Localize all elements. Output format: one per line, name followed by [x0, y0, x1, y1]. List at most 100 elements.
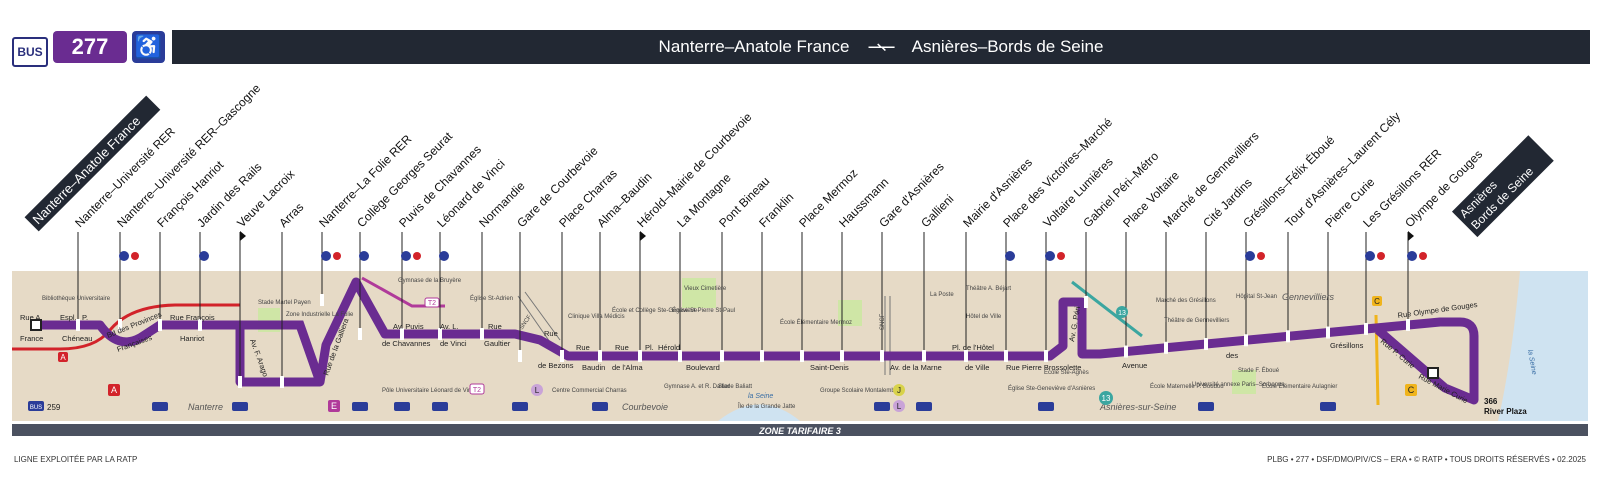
terminus-a: Nanterre–Anatole France [658, 37, 850, 56]
svg-text:T2: T2 [473, 387, 481, 394]
bus-connection-icon [232, 402, 248, 411]
stop-marker [800, 350, 804, 362]
stop-marker [638, 350, 642, 362]
stop-marker [678, 350, 682, 362]
street-france: France [20, 334, 43, 343]
poi-centre-commercial: Centre Commercial Charras [552, 388, 627, 394]
stop-marker [438, 328, 442, 340]
line-l-badge: L [531, 384, 543, 396]
bus-connection-icon [1320, 402, 1336, 411]
poi-universite-sorbonne: Université annexe Paris–Sorbonne [1192, 382, 1285, 388]
tariff-zone-bar [12, 424, 1588, 436]
wheelchair-icon [401, 251, 411, 261]
rer-a-badge-1: A [58, 352, 68, 362]
wheelchair-icon [1407, 251, 1417, 261]
svg-text:A: A [111, 385, 117, 395]
wheelchair-icon [1245, 251, 1255, 261]
street-av-puvis: Av. Puvis [393, 322, 424, 331]
wheelchair-icon: ♿ [132, 31, 165, 63]
direction-flag-icon [640, 231, 646, 241]
stop-marker [1364, 322, 1368, 335]
poi-groupe-scolaire: Groupe Scolaire Montalembert [820, 388, 902, 394]
svg-text:J: J [897, 386, 901, 395]
svg-text:C: C [1408, 385, 1415, 395]
poi-clinique: Clinique Villa Médicis [568, 314, 625, 320]
rer-a-badge-2: A [108, 384, 120, 396]
street-herold: Hérold [658, 343, 680, 352]
no-entry-icon [1419, 252, 1427, 260]
sncf-railway [517, 291, 561, 346]
poi-zone-industrielle: Zone Industrielle La Folie [286, 312, 354, 318]
street-saint-denis: Saint-Denis [810, 363, 849, 372]
stop-marker [840, 350, 844, 362]
stop-marker [922, 350, 926, 362]
stop-marker [1286, 330, 1290, 343]
area-asnieres: Asnières-sur-Seine [1099, 402, 1176, 412]
rer-c-badge: C [1405, 384, 1417, 396]
stop-name: Voltaire Lumières [1040, 155, 1115, 230]
street-gresillons: Grésillons [1330, 341, 1364, 350]
poi-pole-universitaire: Pôle Universitaire Léonard de Vinci [382, 388, 476, 394]
no-entry-icon [333, 252, 341, 260]
poi-eglise-st-pierre: Église St-Pierre St-Paul [672, 307, 735, 314]
stop-marker [560, 350, 564, 362]
poi-gymnase-bruyere: Gymnase de la Bruyère [398, 278, 462, 284]
area-la-seine-courbevoie: la Seine [748, 393, 773, 400]
stop-name: Mairie d'Asnières [960, 155, 1035, 230]
poi-stade-baliatt: Stade Baliatt [718, 384, 752, 390]
green-stade-eboue [1232, 370, 1256, 394]
svg-text:L: L [897, 402, 902, 411]
bus-route [36, 277, 1479, 405]
line-number-badge: 277 [53, 31, 127, 63]
street-pl: Pl. [645, 343, 654, 352]
street-boulevard: Boulevard [686, 363, 720, 372]
stop-marker [1204, 338, 1208, 351]
poi-labels: Bibliothèque Universitaire Gymnase de la… [42, 278, 1527, 416]
bus-connection-icon [1198, 402, 1214, 411]
metro-13-badge: 13 [1099, 391, 1113, 405]
seine-courbevoie [718, 404, 800, 421]
stop-marker [1326, 326, 1330, 339]
tariff-zone-label: ZONE TARIFAIRE 3 [758, 426, 841, 436]
green-cemetery [682, 278, 716, 308]
street-rue-francois: Rue François [170, 313, 215, 322]
poi-stade-eboue: Stade F. Éboué [1238, 367, 1280, 374]
street-rue-alma: Rue [615, 343, 629, 352]
rer-e-badge: E [328, 400, 340, 412]
poi-hopital: Hôpital St-Jean [1236, 294, 1277, 300]
stop-marker [1004, 350, 1008, 362]
stop-name: Gare de Courbevoie [514, 144, 601, 231]
sncf-railway-asnieres [884, 296, 891, 375]
poi-ecole-ste-genevieve: École et Collège Ste-Geneviève [612, 307, 698, 314]
stop-marker [280, 376, 284, 388]
stop-name: Gabriel Péri–Métro [1080, 149, 1161, 230]
stop-name: Arras [276, 200, 306, 230]
svg-text:L: L [535, 386, 540, 395]
poi-gymnase-dallier: Gymnase A. et R. Dallier [664, 384, 730, 390]
poi-vieux-cimetiere: Vieux Cimetière [684, 286, 727, 292]
tram-t2-badge: T2 [424, 297, 440, 308]
stop-marker [158, 319, 162, 331]
svg-text:A: A [60, 353, 66, 362]
bus-connection-icon [352, 402, 368, 411]
area-gennevilliers: Gennevilliers [1282, 292, 1335, 302]
poi-theatre-gennevilliers: Théâtre de Gennevilliers [1164, 318, 1229, 324]
area-labels: Nanterre Courbevoie Asnières-sur-Seine G… [188, 292, 1537, 412]
stop-marker [720, 350, 724, 362]
stop-marker [964, 350, 968, 362]
street-de-ville: de Ville [965, 363, 989, 372]
street-de-chavannes: de Chavannes [382, 339, 431, 348]
stop-marker [480, 328, 484, 340]
street-pl-hotel: Pl. de l'Hôtel [952, 343, 994, 352]
stop-marker [118, 319, 122, 331]
tram-t2-badge-2: T2 [469, 383, 485, 395]
direction-flag-icon [1408, 231, 1414, 241]
operator-note: LIGNE EXPLOITÉE PAR LA RATP [14, 455, 138, 464]
bus-connection-icon [394, 402, 410, 411]
svg-text:C: C [1374, 297, 1380, 306]
bus-connection-icon [874, 402, 890, 411]
stop-marker [1124, 345, 1128, 358]
wheelchair-icon [119, 251, 129, 261]
poi-bus-366: 366 [1484, 397, 1498, 406]
